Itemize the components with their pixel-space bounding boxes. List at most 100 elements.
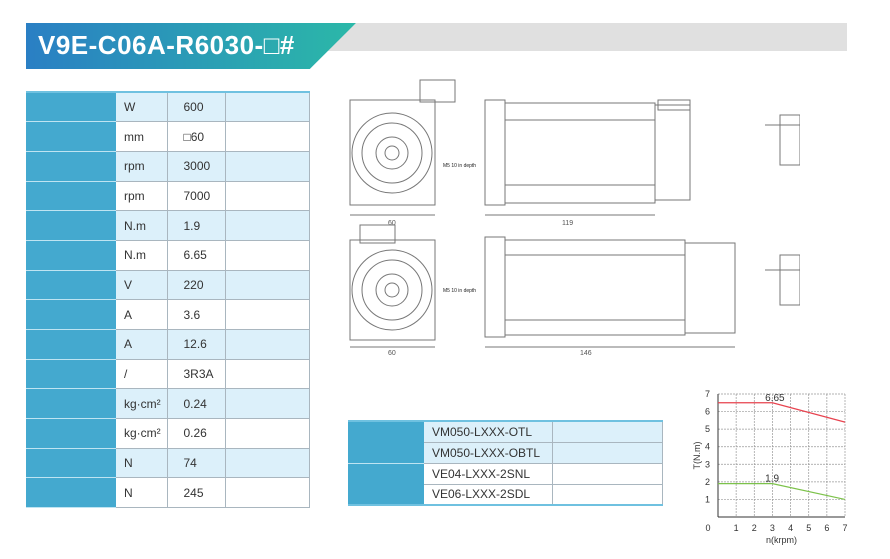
shaft-detail-bottom [765, 254, 800, 306]
spec-label-cell [26, 299, 116, 330]
spec-unit: rpm [116, 181, 168, 212]
spec-note [225, 121, 310, 152]
title-banner: V9E-C06A-R6030-□# [26, 23, 356, 69]
accessory-row: VM050-LXXX-OTL [348, 421, 663, 464]
spec-label-cell [26, 210, 116, 241]
series-label-rated: 1.9 [765, 474, 779, 485]
accessory-row: VM050-LXXX-OBTL [348, 442, 663, 464]
spec-unit: N.m [116, 210, 168, 241]
x-tick-label: 0 [705, 523, 710, 533]
spec-value: 220 [167, 270, 226, 301]
x-axis-label: n(krpm) [766, 535, 797, 545]
svg-text:M5 10 in depth: M5 10 in depth [443, 163, 476, 169]
spec-note [225, 240, 310, 271]
spec-unit: A [116, 299, 168, 330]
spec-label-cell [26, 448, 116, 479]
spec-value: 0.26 [167, 418, 226, 449]
header-decor-bar [325, 23, 847, 51]
x-tick-label: 3 [770, 523, 775, 533]
shaft-detail-top [765, 114, 800, 166]
accessory-model: VM050-LXXX-OBTL [424, 442, 553, 464]
x-tick-label: 1 [734, 523, 739, 533]
accessory-row: VE04-LXXX-2SNL [348, 463, 663, 506]
spec-note [225, 270, 310, 301]
spec-unit: V [116, 270, 168, 301]
spec-label-cell [26, 240, 116, 271]
spec-unit: A [116, 329, 168, 360]
accessory-model: VM050-LXXX-OTL [424, 421, 553, 443]
series-line-peak [718, 402, 846, 423]
accessory-model: VE06-LXXX-2SDL [424, 484, 553, 506]
spec-unit: kg·cm² [116, 388, 168, 420]
spec-value: 3000 [167, 151, 226, 182]
svg-text:119: 119 [562, 220, 573, 227]
front-view-bottom: 60 M5 10 in depth [349, 224, 476, 355]
y-tick-label: 1 [705, 494, 710, 504]
accessory-group-label [348, 421, 424, 464]
spec-unit: kg·cm² [116, 418, 168, 449]
accessory-model: VE04-LXXX-2SNL [424, 463, 553, 485]
spec-value: □60 [167, 121, 226, 152]
y-axis-label: T(N.m) [692, 442, 702, 470]
accessory-note [552, 421, 663, 443]
x-tick-label: 4 [788, 523, 793, 533]
spec-note [225, 359, 310, 390]
spec-value: 12.6 [167, 329, 226, 360]
y-tick-label: 4 [705, 442, 710, 452]
spec-row: /3R3A [26, 359, 310, 390]
spec-value: 3.6 [167, 299, 226, 330]
spec-label-cell [26, 151, 116, 182]
spec-note [225, 388, 310, 420]
spec-note [225, 329, 310, 360]
spec-label-cell [26, 270, 116, 301]
accessory-note [552, 463, 663, 485]
spec-note [225, 210, 310, 241]
side-view-bottom: 146 [484, 236, 736, 355]
y-tick-label: 2 [705, 477, 710, 487]
spec-unit: W [116, 92, 168, 123]
x-tick-label: 2 [752, 523, 757, 533]
spec-value: 74 [167, 448, 226, 479]
spec-note [225, 477, 310, 509]
spec-label-cell [26, 121, 116, 152]
spec-note [225, 448, 310, 479]
spec-label-cell [26, 92, 116, 123]
accessory-note [552, 484, 663, 506]
y-tick-label: 5 [705, 424, 710, 434]
x-tick-label: 7 [842, 523, 847, 533]
svg-text:146: 146 [580, 350, 592, 355]
spec-row: mm□60 [26, 121, 310, 152]
front-view-top: 60 M5 10 in depth [349, 79, 476, 227]
y-tick-label: 3 [705, 459, 710, 469]
spec-unit: N [116, 448, 168, 479]
model-title: V9E-C06A-R6030-□# [38, 30, 295, 60]
series-line-rated [718, 483, 846, 501]
spec-unit: rpm [116, 151, 168, 182]
spec-value: 0.24 [167, 388, 226, 420]
spec-label-cell [26, 359, 116, 390]
spec-value: 6.65 [167, 240, 226, 271]
spec-unit: N.m [116, 240, 168, 271]
spec-label-cell [26, 388, 116, 420]
spec-note [225, 418, 310, 449]
spec-value: 7000 [167, 181, 226, 212]
accessory-group-label [348, 463, 424, 506]
spec-unit: N [116, 477, 168, 509]
x-tick-label: 5 [806, 523, 811, 533]
spec-label-cell [26, 181, 116, 212]
spec-value: 245 [167, 477, 226, 509]
y-tick-label: 7 [705, 389, 710, 399]
accessory-row: VE06-LXXX-2SDL [348, 484, 663, 506]
